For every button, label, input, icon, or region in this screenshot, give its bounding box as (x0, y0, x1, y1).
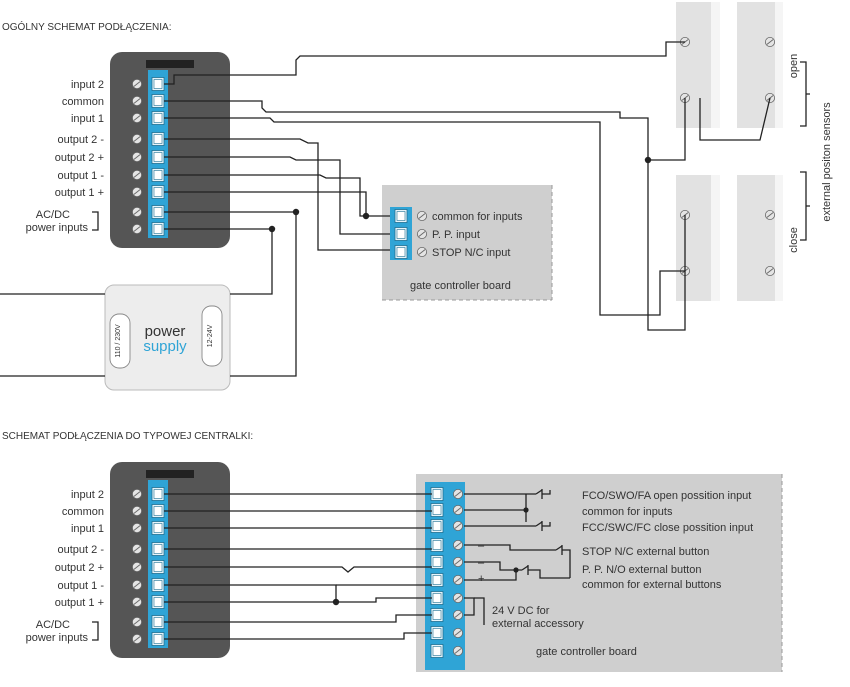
bottom-gate-controller-board: FCO/SWO/FA open possition input common f… (416, 474, 783, 672)
bottom-label-acdc: AC/DC (36, 619, 70, 631)
top-label-output2-plus: output 2 + (55, 152, 104, 164)
sensors-group-label: external positon sensors (821, 102, 833, 222)
board-pp-label: P. P. N/O external button (582, 564, 701, 576)
top-label-output1-minus: output 1 - (58, 170, 105, 182)
top-label-input2: input 2 (71, 79, 104, 91)
bottom-label-output1-plus: output 1 + (55, 597, 104, 609)
top-label-power-inputs: power inputs (26, 222, 89, 234)
position-sensors: open close external positon sensors (676, 2, 833, 301)
top-label-common: common (62, 96, 104, 108)
bottom-label-power-inputs: power inputs (26, 632, 89, 644)
top-label-output1-plus: output 1 + (55, 187, 104, 199)
board-dc-label-2: external accessory (492, 618, 584, 630)
top-label-acdc: AC/DC (36, 209, 70, 221)
gate-common-label: common for inputs (432, 211, 523, 223)
bottom-label-input1: input 1 (71, 523, 104, 535)
board-plus: + (478, 573, 484, 585)
sensor-open-label: open (788, 54, 800, 78)
board-dc-label-1: 24 V DC for (492, 605, 550, 617)
bottom-label-common: common (62, 506, 104, 518)
psu-brand-top: power (145, 323, 186, 340)
power-supply: 110 / 230V 12-24V power supply (104, 284, 231, 391)
board-common-buttons-label: common for external buttons (582, 579, 722, 591)
top-gate-controller-board: common for inputs P. P. input STOP N/C i… (382, 185, 553, 301)
top-label-output2-minus: output 2 - (58, 134, 105, 146)
bottom-label-output2-minus: output 2 - (58, 544, 105, 556)
top-module (110, 52, 230, 248)
board-stop-label: STOP N/C external button (582, 546, 709, 558)
psu-brand-bottom: supply (143, 338, 187, 355)
board-fcc-label: FCC/SWC/FC close possition input (582, 522, 753, 534)
board-common-inputs-label: common for inputs (582, 506, 673, 518)
bottom-label-input2: input 2 (71, 489, 104, 501)
bottom-wires (164, 493, 432, 640)
sensor-close-label: close (788, 227, 800, 253)
bottom-module (110, 462, 230, 658)
bottom-label-output1-minus: output 1 - (58, 580, 105, 592)
top-wires (0, 41, 771, 377)
gate-stop-label: STOP N/C input (432, 247, 510, 259)
psu-input-voltage: 110 / 230V (115, 324, 122, 358)
top-label-input1: input 1 (71, 113, 104, 125)
psu-output-voltage: 12-24V (207, 324, 214, 347)
gate-board-name: gate controller board (410, 280, 511, 292)
board-fco-label: FCO/SWO/FA open possition input (582, 490, 751, 502)
bottom-label-output2-plus: output 2 + (55, 562, 104, 574)
bottom-title: SCHEMAT PODŁĄCZENIA DO TYPOWEJ CENTRALKI… (2, 431, 253, 442)
top-title: OGÓLNY SCHEMAT PODŁĄCZENIA: (2, 20, 171, 33)
board-minus-2: – (478, 557, 485, 569)
gate-pp-label: P. P. input (432, 229, 480, 241)
board-minus-1: – (478, 540, 485, 552)
board-name: gate controller board (536, 646, 637, 658)
